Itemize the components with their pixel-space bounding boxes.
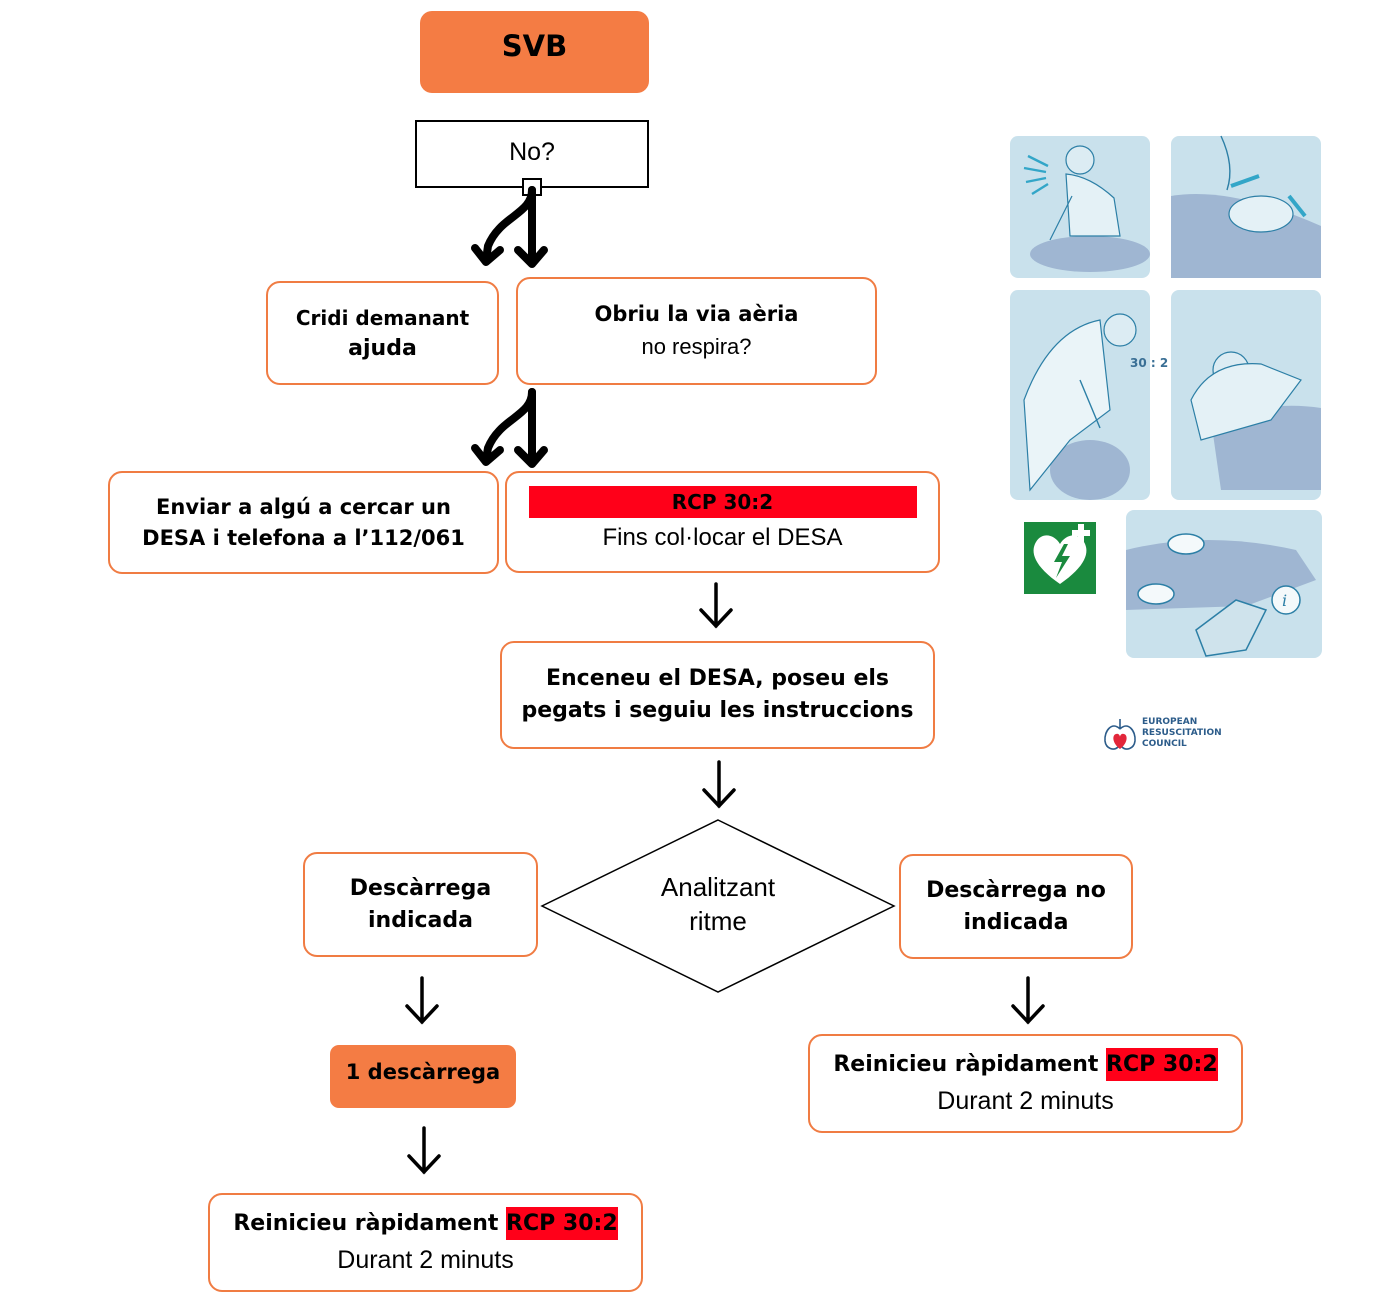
decision-diamond [540,819,896,993]
split-arrow-icon [471,186,548,268]
cpr-until-aed: Fins col·locar el DESA [602,524,843,551]
lungs-heart-icon [1104,719,1136,750]
step-shock-not-indicated: Descàrrega no indicada [899,854,1133,959]
turn-on-line1: Enceneu el DESA, poseu els [545,666,890,692]
restart-left-line2: Durant 2 minuts [337,1246,514,1274]
step-turn-on-aed: Enceneu el DESA, poseu els pegats i segu… [500,641,935,749]
title-box: SVB [420,11,649,93]
step-send-for-aed: Enviar a algú a cercar un DESA i telefon… [108,471,499,574]
rescue-breath-icon [1190,351,1321,490]
restart-left-highlight: RCP 30:2 [506,1207,618,1240]
restart-right-line1: Reinicieu ràpidament RCP 30:2 [833,1048,1218,1081]
call-help-line1: Cridi demanant [295,305,470,330]
panel-chest-compressions [1010,290,1150,500]
restart-right-prefix: Reinicieu ràpidament [833,1052,1107,1077]
title-text: SVB [501,29,568,63]
erc-logo: EUROPEAN RESUSCITATION COUNCIL [1102,715,1242,757]
arrow-down-icon [405,976,439,1025]
ratio-label: 30 : 2 [1130,356,1169,370]
erc-logo-text: EUROPEAN RESUSCITATION COUNCIL [1142,717,1222,750]
split-arrow-curve [482,186,536,264]
restart-left-prefix: Reinicieu ràpidament [233,1211,507,1236]
panel-rescue-breaths [1171,290,1321,500]
arrow-down-icon [702,760,736,809]
step-cpr: RCP 30:2 Fins col·locar el DESA [505,471,940,573]
open-airway-line1: Obriu la via aèria [594,302,799,326]
info-glyph: i [1282,591,1287,610]
panel-aed-pads: i [1126,510,1322,658]
restart-right-highlight: RCP 30:2 [1106,1048,1218,1081]
erc-line1: EUROPEAN [1142,717,1198,727]
shock-indicated-line1: Descàrrega [349,875,492,901]
step-restart-right: Reinicieu ràpidament RCP 30:2 Durant 2 m… [808,1034,1243,1133]
restart-left-line1: Reinicieu ràpidament RCP 30:2 [233,1207,618,1240]
analyze-label: Analitzant ritme [618,870,818,938]
shock-not-indicated-line2: indicada [963,909,1069,935]
step-restart-left: Reinicieu ràpidament RCP 30:2 Durant 2 m… [208,1193,643,1292]
analyze-line2: ritme [689,906,747,936]
step-open-airway: Obriu la via aèria no respira? [516,277,877,385]
compressions-icon [1023,313,1137,500]
aed-device-icon: i [1126,533,1316,657]
step-shock-indicated: Descàrrega indicada [303,852,538,957]
restart-right-line2: Durant 2 minuts [937,1087,1114,1115]
analyze-line1: Analitzant [660,872,776,902]
erc-line2: RESUSCITATION [1142,728,1222,738]
cpr-illustration: 30 : 2 i [1004,130,1326,675]
shock-not-indicated-line1: Descàrrega no [926,877,1106,903]
turn-on-line2: pegats i seguiu les instruccions [521,698,914,723]
erc-line3: COUNCIL [1142,739,1187,749]
shock-indicated-line2: indicada [368,907,473,933]
panel-open-airway [1171,135,1321,278]
send-line1: Enviar a algú a cercar un [156,495,451,520]
call-help-line2: ajuda [348,335,417,361]
step-call-help: Cridi demanant ajuda [266,281,499,385]
aed-sign-icon [1024,522,1096,594]
step-one-shock: 1 descàrrega [330,1045,516,1108]
panel-check-response [1010,136,1150,278]
arrow-down-icon [699,582,733,629]
head-tilt-icon [1171,135,1321,278]
one-shock-text: 1 descàrrega [345,1059,501,1084]
question-text: No? [509,137,555,166]
rescuer-shout-icon [1023,145,1150,272]
arrow-down-icon [1011,976,1045,1025]
split-arrow-icon [471,388,548,468]
arrow-down-icon [407,1126,441,1175]
cpr-line2: Fins col·locar el DESA [602,524,842,552]
send-line2: DESA i telefona a l’112/061 [142,525,465,550]
cpr-highlight: RCP 30:2 [528,486,917,518]
open-airway-line2: no respira? [641,334,752,359]
